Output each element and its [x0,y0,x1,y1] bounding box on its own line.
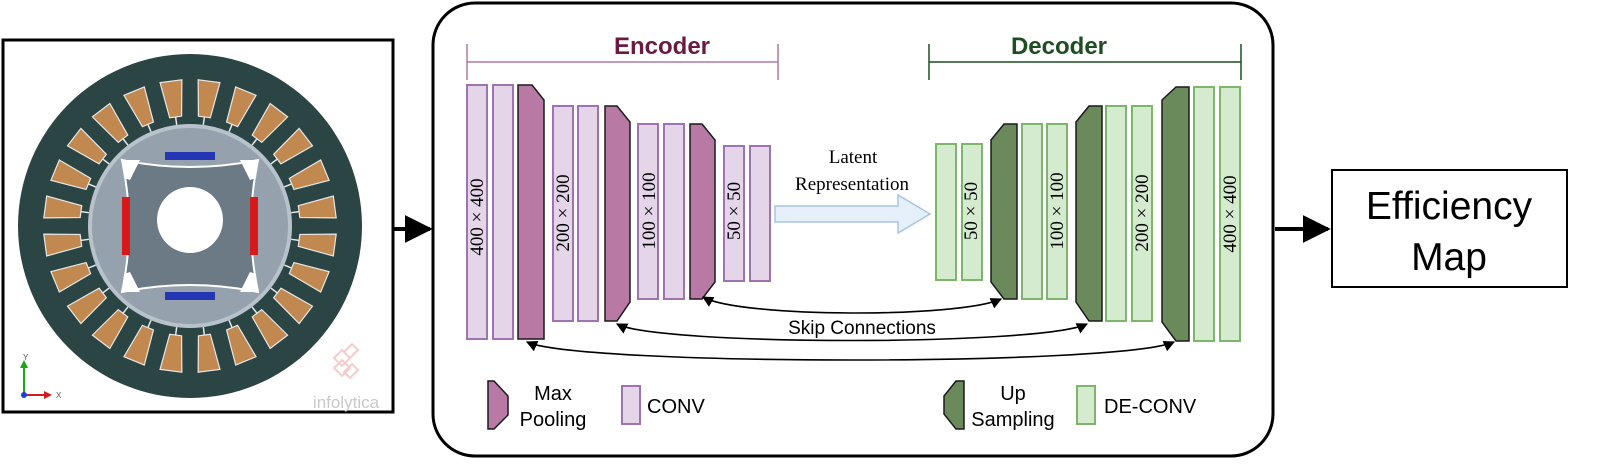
magnet-bottom [165,292,215,300]
stator-slot [270,287,314,325]
skip-connections-label: Skip Connections [788,318,936,339]
latent-label-line2: Representation [795,174,909,195]
magnet-left [122,197,130,255]
stator-slot [43,195,89,219]
conv-block [552,105,574,322]
decoder-size-labels: 50 × 50 100 × 100 200 × 200 400 × 400 [961,172,1241,252]
stator-slot [66,127,110,165]
efficiency-map-line1: Efficiency [1366,185,1533,228]
deconv-block [1105,105,1127,322]
encoder-size-label: 200 × 200 [553,174,574,251]
encoder-bracket [466,44,779,80]
stator-slot [270,127,314,165]
encoder-size-label: 100 × 100 [639,172,660,249]
stator-slot [66,287,110,325]
skip-connection-arrow [702,296,1003,314]
stator-slot [91,306,129,350]
axis-triad-icon: Y X [20,353,62,400]
stator-slot [291,195,337,219]
stator-slot [50,159,97,191]
stator-slot [123,319,155,366]
latent-arrow [774,193,932,235]
latent-label-line1: Latent [829,147,878,168]
decoder-size-label: 50 × 50 [961,182,982,240]
magnet-right [250,197,258,255]
decoder-size-label: 200 × 200 [1132,174,1153,251]
legend-up-sampling-swatch [943,380,965,430]
deconv-block [1021,123,1043,300]
up-sampling-block [1161,86,1190,342]
deconv-block [1219,86,1241,342]
infolytica-logo-icon [332,342,360,380]
motor-panel: Y X infolytica [1,38,395,414]
conv-block [492,84,514,340]
efficiency-map-box [1331,169,1568,288]
deconv-block [1193,86,1215,342]
max-pooling-block [517,84,545,340]
legend-conv-swatch [621,385,641,425]
conv-block [466,84,488,340]
legend: Max Pooling CONV Up Sampling DE-CONV [487,380,1197,431]
encoder-size-labels: 400 × 400 200 × 200 100 × 100 50 × 50 [467,172,745,255]
skip-connection-arrow [616,323,1089,342]
legend-max-pooling-line1: Max [534,383,572,405]
deconv-block [1131,105,1153,322]
decoder-title: Decoder [1011,33,1107,60]
stator-slot [283,159,330,191]
efficiency-map-line2: Map [1411,236,1487,279]
max-pooling-block [604,105,631,322]
axis-x-label: X [56,391,62,400]
conv-block [637,123,659,300]
stator-slot [251,102,289,146]
stator-slot [291,233,337,257]
decoder-size-label: 100 × 100 [1047,172,1068,249]
conv-block [749,145,771,282]
skip-connection-arrow [525,340,1176,361]
stator-slot [91,102,129,146]
legend-conv-label: CONV [647,396,705,418]
legend-up-sampling-line2: Sampling [971,409,1054,431]
magnet-top [165,152,215,160]
conv-block [663,123,685,300]
stator-slot [197,79,221,125]
legend-max-pooling-line2: Pooling [520,409,587,431]
shaft-hole [157,187,223,253]
stator-slot [43,233,89,257]
stator-slot [225,319,257,366]
encoder-blocks [466,84,771,340]
stator-slot [283,261,330,293]
encoder-size-label: 50 × 50 [724,182,745,240]
up-sampling-block [990,123,1018,300]
stator-slot [123,86,155,133]
deconv-block [1046,123,1068,300]
stator-slot [225,86,257,133]
conv-block [723,145,745,282]
legend-max-pooling-swatch [487,380,509,430]
decoder-bracket [928,44,1242,80]
decoder-size-label: 400 × 400 [1220,175,1241,252]
stator-slot [159,327,183,373]
stator-slot [197,327,221,373]
rotor-core [120,152,260,300]
encoder-size-label: 400 × 400 [467,178,488,255]
stator-slot [251,306,289,350]
axis-y-label: Y [23,353,29,362]
watermark-text: infolytica [313,393,380,412]
decoder-blocks [935,86,1241,342]
conv-block [577,105,599,322]
deconv-block [961,143,983,281]
up-sampling-block [1075,105,1103,322]
max-pooling-block [689,123,716,300]
legend-up-sampling-line1: Up [1000,383,1026,405]
skip-connections [525,296,1176,361]
encoder-title: Encoder [614,33,710,60]
deconv-block [935,143,957,281]
legend-deconv-label: DE-CONV [1104,396,1197,418]
stator-slot [50,261,97,293]
stator-slot [159,79,183,125]
legend-deconv-swatch [1076,385,1096,425]
